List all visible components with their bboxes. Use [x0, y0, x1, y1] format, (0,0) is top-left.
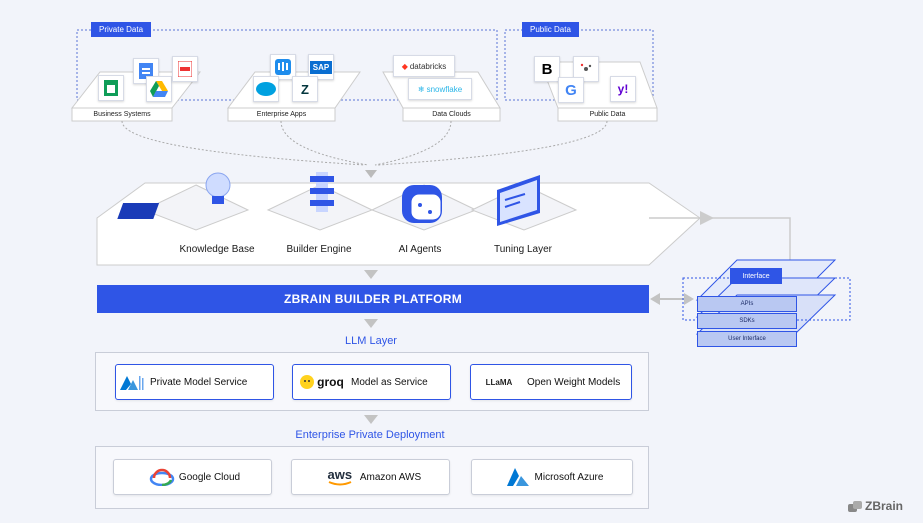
pdf-icon	[172, 56, 198, 82]
open-weight-models-label: Open Weight Models	[527, 376, 621, 388]
google-cloud-card: Google Cloud	[113, 459, 272, 495]
model-as-service-label: Model as Service	[351, 376, 428, 388]
tuning-layer-label: Tuning Layer	[494, 244, 552, 255]
microsoft-azure-label: Microsoft Azure	[534, 471, 604, 483]
enterprise-apps-label: Enterprise Apps	[256, 111, 307, 118]
sap-logo-icon: SAP	[308, 54, 334, 80]
groq-icon: groq	[293, 375, 351, 389]
private-model-service-label: Private Model Service	[150, 376, 248, 388]
ai-agents-label: AI Agents	[398, 244, 442, 255]
yahoo-icon: y!	[610, 76, 636, 102]
sdks-layer: SDKs	[697, 313, 797, 329]
azure-ml-icon	[116, 374, 150, 390]
open-weight-models-card: LLaMA Open Weight Models	[470, 364, 632, 400]
data-clouds-label: Data Clouds	[432, 111, 471, 118]
google-cloud-icon	[145, 468, 179, 486]
zbrain-logo: ZBrain	[848, 499, 903, 513]
zbrain-logo-icon	[848, 500, 862, 512]
aws-icon: aws	[320, 468, 360, 486]
llama-icon: LLaMA	[485, 377, 513, 387]
apis-layer: APIs	[697, 296, 797, 312]
zendesk-icon: Z	[292, 76, 318, 102]
knowledge-base-label: Knowledge Base	[179, 244, 255, 255]
user-interface-layer: User Interface	[697, 331, 797, 347]
snowflake-logo-icon: ❄snowflake	[408, 78, 472, 100]
intercom-icon	[270, 54, 296, 80]
private-data-tag: Private Data	[91, 22, 152, 37]
bloomberg-icon: B	[534, 56, 560, 82]
google-cloud-label: Google Cloud	[178, 471, 241, 483]
private-model-service-card: Private Model Service	[115, 364, 274, 400]
salesforce-icon	[253, 76, 279, 102]
google-icon: G	[558, 77, 584, 103]
microsoft-azure-card: Microsoft Azure	[471, 459, 633, 495]
model-as-service-card: groq Model as Service	[292, 364, 451, 400]
builder-engine-label: Builder Engine	[286, 244, 352, 255]
databricks-logo-icon: ◆databricks	[393, 55, 455, 77]
google-sheets-icon	[98, 75, 124, 101]
google-docs-icon	[133, 58, 159, 84]
business-systems-label: Business Systems	[93, 111, 151, 118]
platform-banner: ZBRAIN BUILDER PLATFORM	[97, 285, 649, 313]
deployment-title: Enterprise Private Deployment	[295, 429, 445, 441]
llm-layer-title: LLM Layer	[345, 335, 397, 347]
amazon-aws-label: Amazon AWS	[359, 471, 422, 483]
amazon-aws-card: aws Amazon AWS	[291, 459, 450, 495]
public-data-label: Public Data	[589, 111, 626, 118]
public-data-tag: Public Data	[522, 22, 579, 37]
google-drive-icon	[146, 76, 172, 102]
azure-icon	[501, 468, 535, 486]
interface-tag: Interface	[730, 268, 782, 284]
